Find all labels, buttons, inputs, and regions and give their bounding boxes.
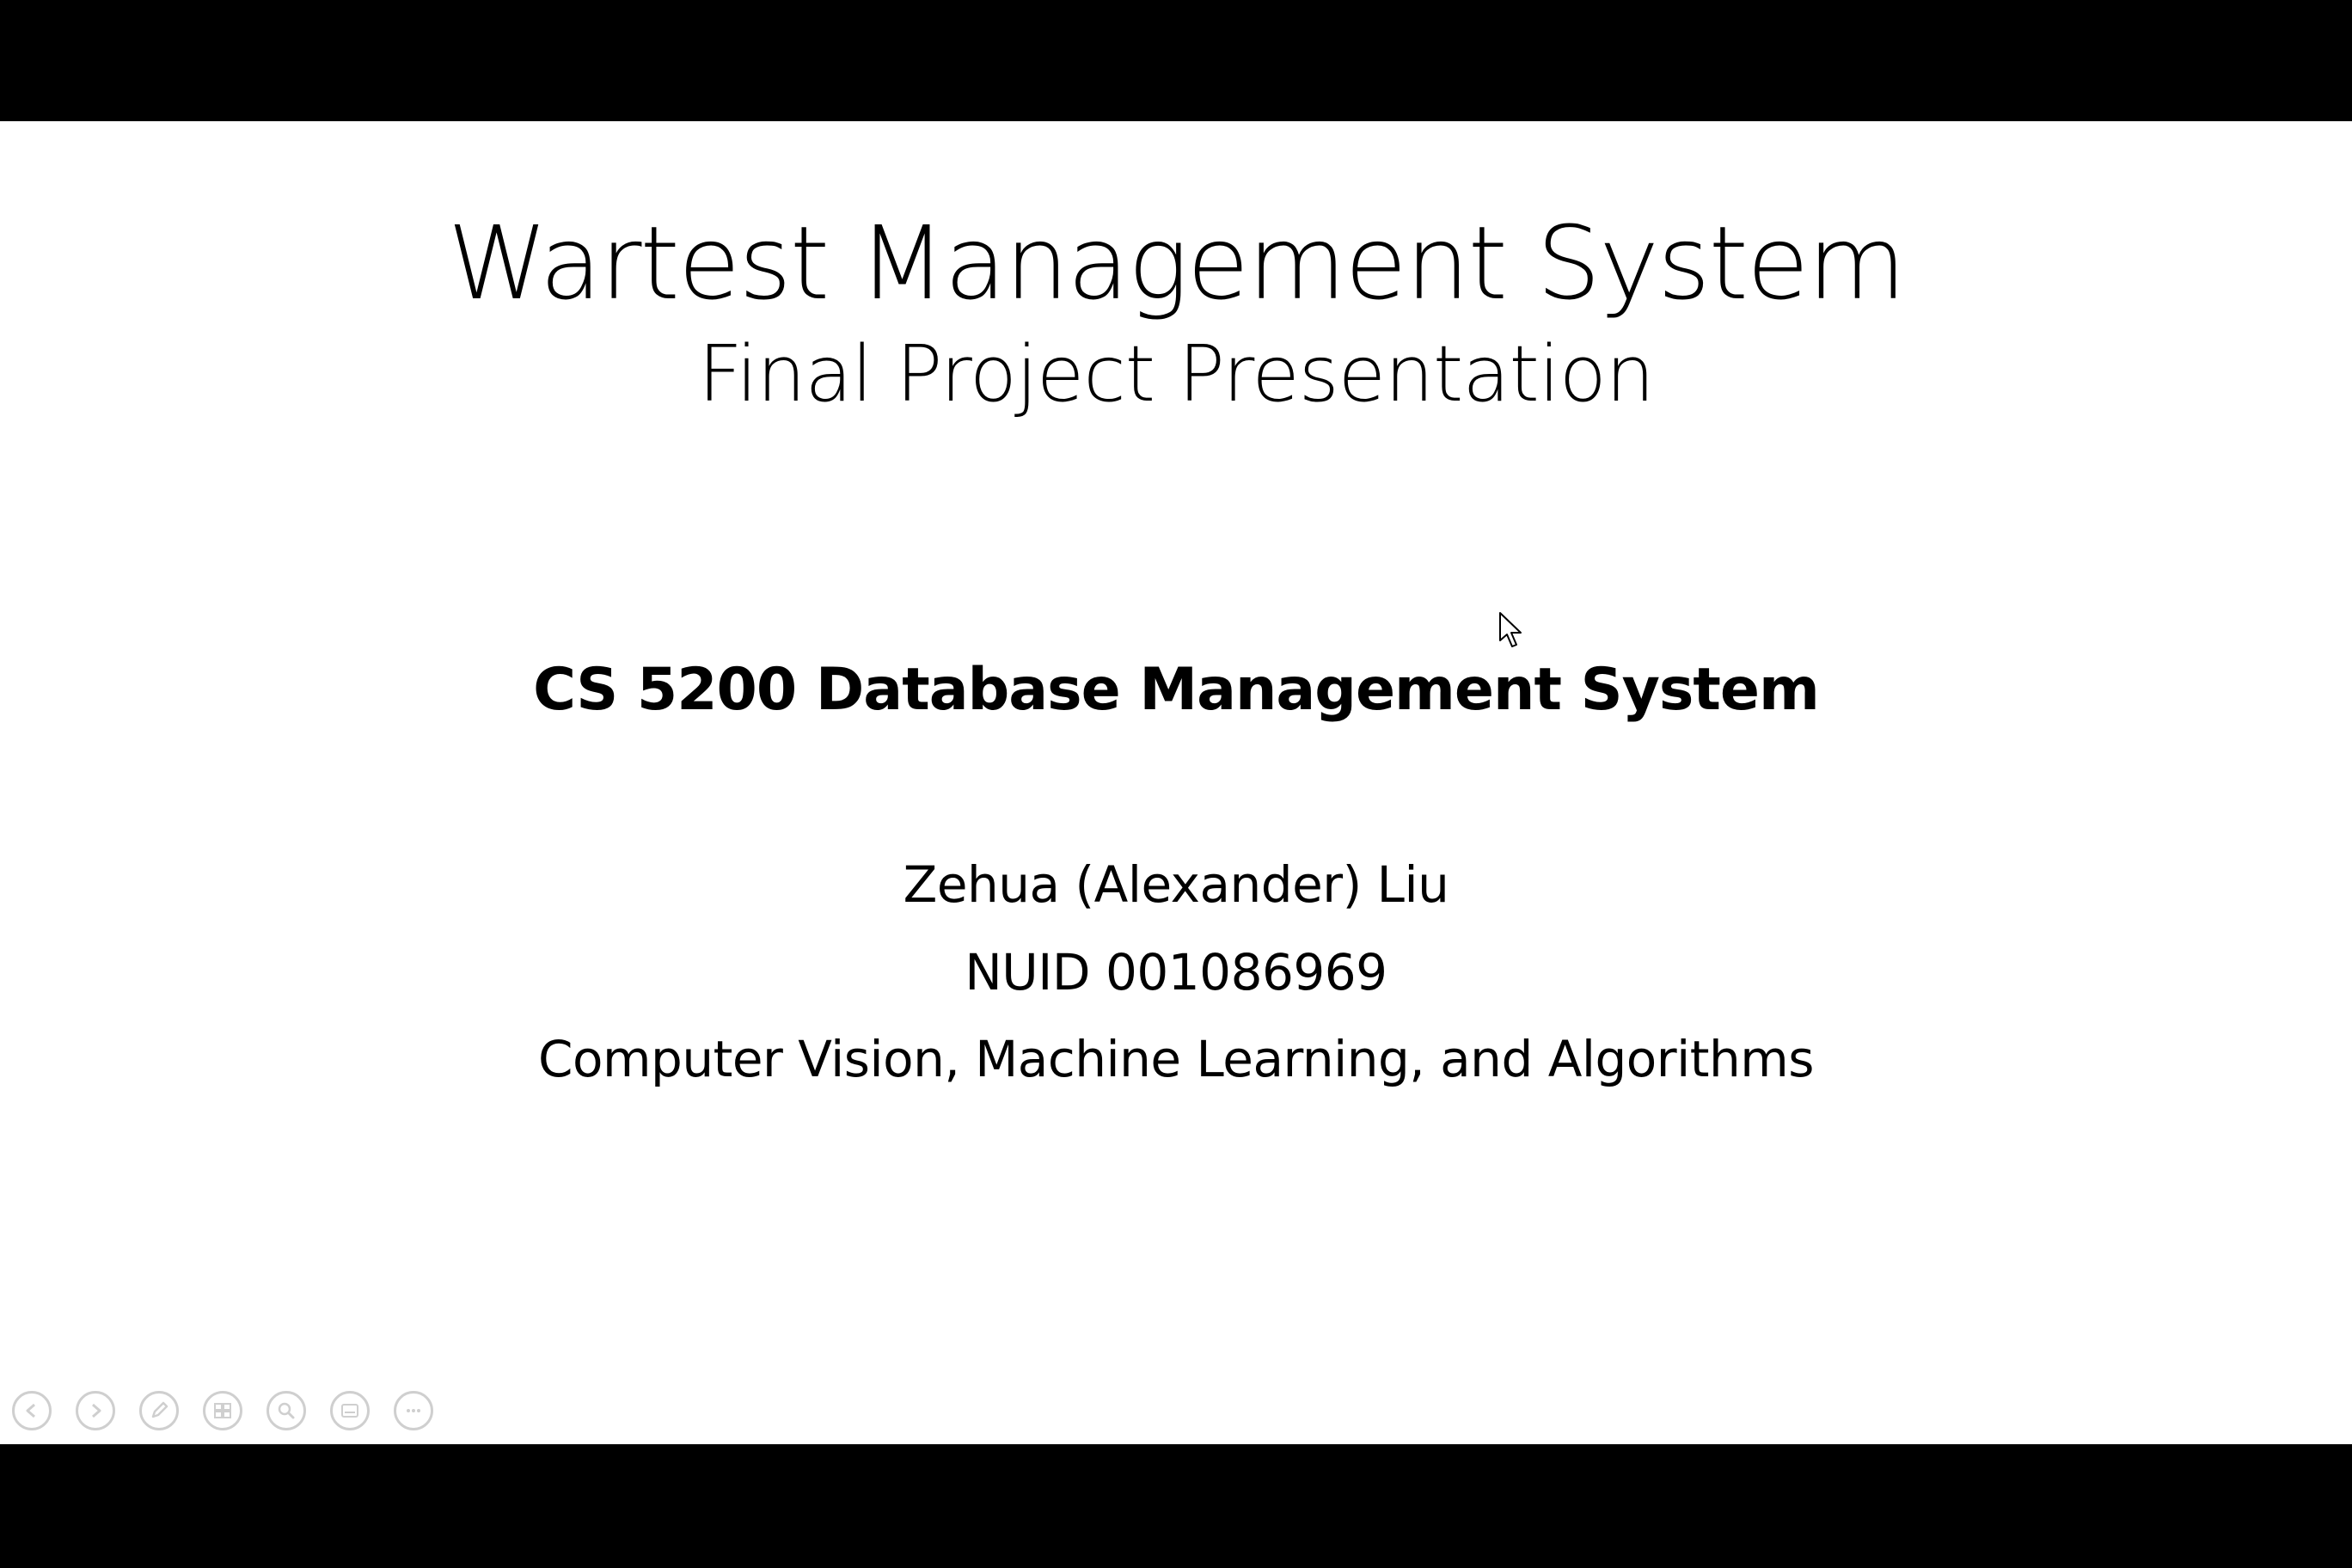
zoom-button[interactable] (266, 1391, 306, 1430)
pen-button[interactable] (139, 1391, 179, 1430)
slide[interactable]: Wartest Management System Final Project … (0, 121, 2352, 1444)
mouse-cursor-icon (1499, 612, 1522, 647)
author-name: Zehua (Alexander) Liu (903, 855, 1449, 914)
previous-slide-icon (26, 1403, 35, 1418)
slide-title: Wartest Management System (447, 204, 1907, 322)
see-all-slides-button[interactable] (203, 1391, 242, 1430)
see-all-slides-icon (214, 1403, 231, 1418)
course-name: CS 5200 Database Management System (533, 656, 1820, 724)
more-options-button[interactable] (394, 1391, 433, 1430)
slide-subtitle: Final Project Presentation (698, 329, 1655, 420)
author-field: Computer Vision, Machine Learning, and A… (538, 1030, 1814, 1088)
subtitles-button[interactable] (330, 1391, 370, 1430)
more-options-icon (407, 1409, 420, 1412)
pen-icon (151, 1401, 168, 1418)
previous-slide-button[interactable] (12, 1391, 52, 1430)
next-slide-icon (92, 1403, 101, 1418)
zoom-icon (278, 1402, 295, 1419)
slideshow-toolbar (12, 1390, 433, 1431)
author-nuid: NUID 001086969 (965, 943, 1387, 1001)
next-slide-button[interactable] (76, 1391, 115, 1430)
subtitles-icon (341, 1404, 358, 1418)
